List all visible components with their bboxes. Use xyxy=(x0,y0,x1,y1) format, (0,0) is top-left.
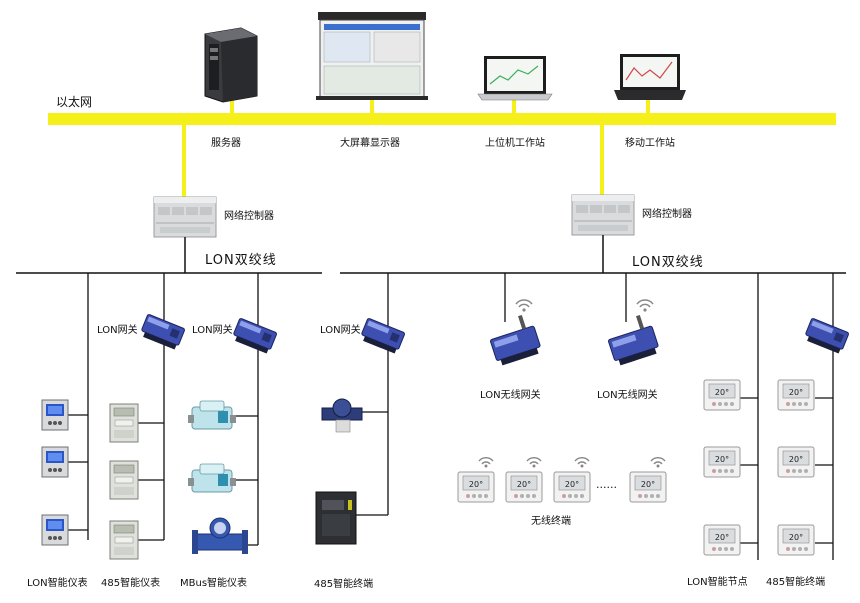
thermostat-reading: 20° xyxy=(789,388,803,397)
valve-actuator-icon xyxy=(321,398,363,433)
network-controller-right-label: 网络控制器 xyxy=(642,209,692,220)
network-controller-left-icon xyxy=(153,196,217,238)
wireless-terminals-row: 20° 20° 20° 20° xyxy=(457,457,667,503)
ethernet-drop-left xyxy=(182,125,186,197)
ethernet-drop-mobile xyxy=(646,98,650,114)
wireless-thermostat-icon: 20° xyxy=(457,471,495,503)
lon-gateway-2-icon xyxy=(230,317,278,355)
lon-gateway-4-icon xyxy=(802,317,850,355)
lon-smart-meter-icon xyxy=(41,399,69,431)
server-icon xyxy=(204,27,258,103)
thermostat-485-icon: 20° xyxy=(777,446,815,478)
wireless-gateway-1-label: LON无线网关 xyxy=(480,390,541,401)
wireless-terminal-label: 无线终端 xyxy=(531,516,571,527)
workstation-label: 上位机工作站 xyxy=(485,138,545,149)
network-controller-right-icon xyxy=(571,194,635,236)
terminal-485-right-label: 485智能终端 xyxy=(766,577,826,588)
thermostat-reading: 20° xyxy=(565,480,579,489)
thermostat-485-icon: 20° xyxy=(777,379,815,411)
inverter-drive-icon xyxy=(315,491,357,545)
wifi-signal-icon xyxy=(478,457,494,468)
ethernet-bus xyxy=(48,113,836,125)
thermostat-reading: 20° xyxy=(789,533,803,542)
wifi-signal-icon xyxy=(636,299,654,313)
meter-485-icon xyxy=(109,520,139,560)
thermostat-reading: 20° xyxy=(517,480,531,489)
wireless-gateway-2-icon xyxy=(603,311,661,368)
thermostat-485-icon: 20° xyxy=(777,524,815,556)
lon-node-thermostat-icon: 20° xyxy=(703,379,741,411)
wifi-signal-icon xyxy=(515,299,533,313)
wireless-thermostat-icon: 20° xyxy=(505,471,543,503)
ethernet-drop-right xyxy=(600,125,604,197)
thermostat-reading: 20° xyxy=(715,388,729,397)
lon-gateway-1-icon xyxy=(138,313,186,351)
lon-gateway-1-label: LON网关 xyxy=(97,325,138,336)
lon-node-label: LON智能节点 xyxy=(687,577,748,588)
ethernet-drop-server xyxy=(230,96,234,114)
thermostat-reading: 20° xyxy=(469,480,483,489)
ethernet-drop-display xyxy=(370,96,374,114)
water-meter-icon xyxy=(187,400,237,430)
mbus-meter-label: MBus智能仪表 xyxy=(180,578,248,589)
thermostat-reading: 20° xyxy=(715,533,729,542)
meter-485-icon xyxy=(109,460,139,500)
thermostat-grid-right: 20° 20° 20° 20° 20° 20° xyxy=(703,379,815,556)
large-display-icon xyxy=(316,12,428,100)
server-label: 服务器 xyxy=(211,138,241,149)
meter-485-label: 485智能仪表 xyxy=(101,578,161,589)
wireless-gateway-2-label: LON无线网关 xyxy=(597,390,658,401)
mobile-workstation-label: 移动工作站 xyxy=(625,138,675,149)
meter-485-icon xyxy=(109,403,139,443)
thermostat-reading: 20° xyxy=(641,480,655,489)
workstation-laptop-icon xyxy=(477,56,553,101)
water-meter-icon xyxy=(187,463,237,493)
lon-node-thermostat-icon: 20° xyxy=(703,446,741,478)
wireless-thermostat-icon: 20° xyxy=(553,471,591,503)
network-controller-left-label: 网络控制器 xyxy=(224,211,274,222)
wifi-signal-icon xyxy=(650,457,666,468)
lon-bus-right-label: LON双绞线 xyxy=(632,255,704,270)
lon-smart-meter-icon xyxy=(41,446,69,478)
lon-gateway-3-label: LON网关 xyxy=(320,325,361,336)
mbus-flow-meter-icon xyxy=(191,517,249,555)
ethernet-drop-workstation xyxy=(512,97,516,114)
lon-smart-meter-icon xyxy=(41,514,69,546)
lon-node-thermostat-icon: 20° xyxy=(703,524,741,556)
ethernet-label: 以太网 xyxy=(56,95,93,109)
lon-gateway-3-icon xyxy=(358,317,406,355)
terminal-485-label: 485智能终端 xyxy=(314,579,374,590)
wifi-signal-icon xyxy=(574,457,590,468)
wireless-gateway-1-icon xyxy=(485,311,543,368)
ellipsis-label: ...... xyxy=(596,478,617,491)
lon-gateway-2-label: LON网关 xyxy=(192,325,233,336)
large-display-label: 大屏幕显示器 xyxy=(340,138,400,149)
thermostat-reading: 20° xyxy=(715,455,729,464)
thermostat-reading: 20° xyxy=(789,455,803,464)
mobile-workstation-laptop-icon xyxy=(614,54,686,100)
lon-bus-left-label: LON双绞线 xyxy=(205,253,277,268)
wifi-signal-icon xyxy=(526,457,542,468)
wireless-thermostat-icon: 20° xyxy=(629,471,667,503)
lon-meter-label: LON智能仪表 xyxy=(27,578,88,589)
